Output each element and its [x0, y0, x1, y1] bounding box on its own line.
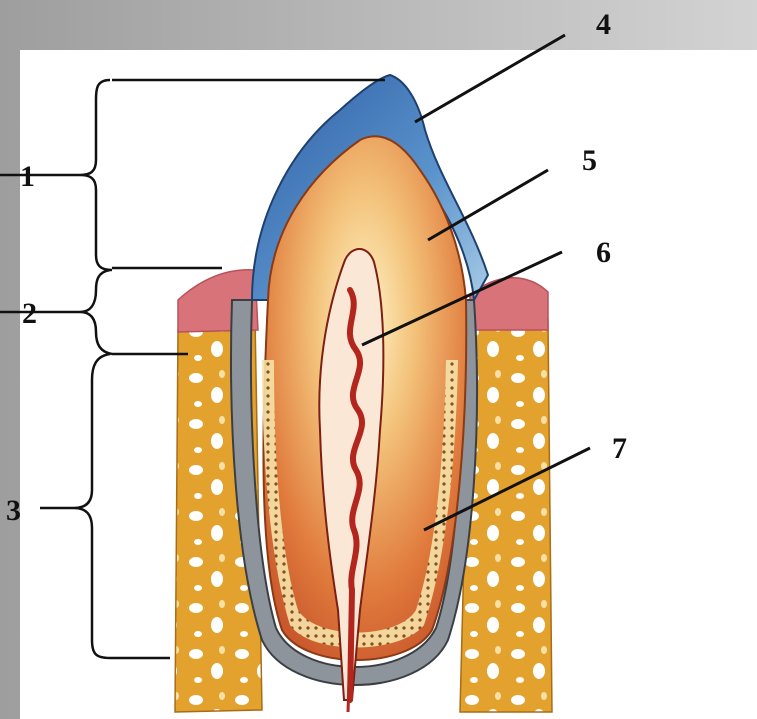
label-5: 5 — [582, 144, 597, 177]
label-6: 6 — [596, 236, 611, 269]
label-7: 7 — [612, 432, 627, 465]
label-3: 3 — [6, 494, 21, 527]
label-2: 2 — [22, 297, 37, 330]
label-4: 4 — [596, 8, 611, 41]
label-1: 1 — [20, 160, 35, 193]
